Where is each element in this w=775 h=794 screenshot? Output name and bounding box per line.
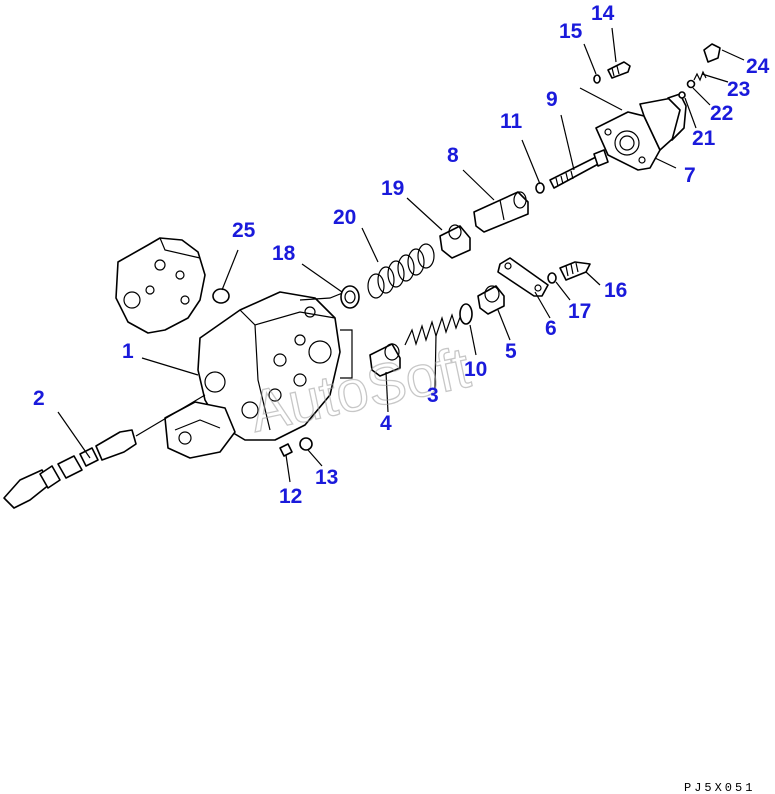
part-5-piston [477,285,505,315]
callout-13: 13 [315,466,338,489]
callout-5: 5 [505,340,517,363]
leader-lines [57,27,745,483]
part-1-valve-body [164,291,353,459]
part-22-washer [686,79,696,89]
callout-21: 21 [692,127,716,150]
part-25-cover [115,237,230,334]
part-14-bolt [607,61,631,79]
callout-11: 11 [500,110,523,133]
part-15-washer [593,74,601,84]
part-2-spool [3,394,206,509]
callout-4: 4 [380,412,392,435]
parts-21-24-hardware [678,43,721,99]
drawing-code: PJ5X051 [684,781,755,794]
callout-8: 8 [447,144,459,167]
part-20-spring [367,243,435,299]
part-8-sleeve [473,191,529,233]
callout-24: 24 [746,55,770,78]
callout-25: 25 [232,219,256,242]
part-23-spring [693,70,707,82]
callout-6: 6 [545,317,557,340]
callout-12: 12 [279,485,302,508]
part-18-collar [340,285,360,309]
callout-23: 23 [727,78,750,101]
callout-1: 1 [122,340,134,363]
callout-22: 22 [710,102,733,125]
part-17-washer [547,272,557,284]
callout-16: 16 [604,279,627,302]
part-16-bolt [559,261,591,281]
part-4-sleeve [369,343,401,377]
part-10-o-ring [459,303,473,325]
callout-9: 9 [546,88,558,111]
callout-7: 7 [684,164,696,187]
part-11-washer [535,182,545,194]
part-21-ball [678,91,686,99]
part-9-bolt [549,149,609,189]
callout-17: 17 [568,300,591,323]
part-7-cover [595,93,687,171]
callout-14: 14 [591,2,615,25]
part-6-plate [497,257,549,297]
callout-15: 15 [559,20,583,43]
callout-3: 3 [427,384,439,407]
part-19-retainer [439,224,471,259]
callout-10: 10 [464,358,487,381]
parts-14-15-hardware [593,61,631,84]
callout-numbers: 1 2 3 4 5 6 7 8 9 10 11 12 13 14 15 16 1… [33,2,770,508]
callout-19: 19 [381,177,404,200]
part-24-plug [703,43,721,63]
callout-20: 20 [333,206,356,229]
callout-2: 2 [33,387,45,410]
callout-18: 18 [272,242,296,265]
